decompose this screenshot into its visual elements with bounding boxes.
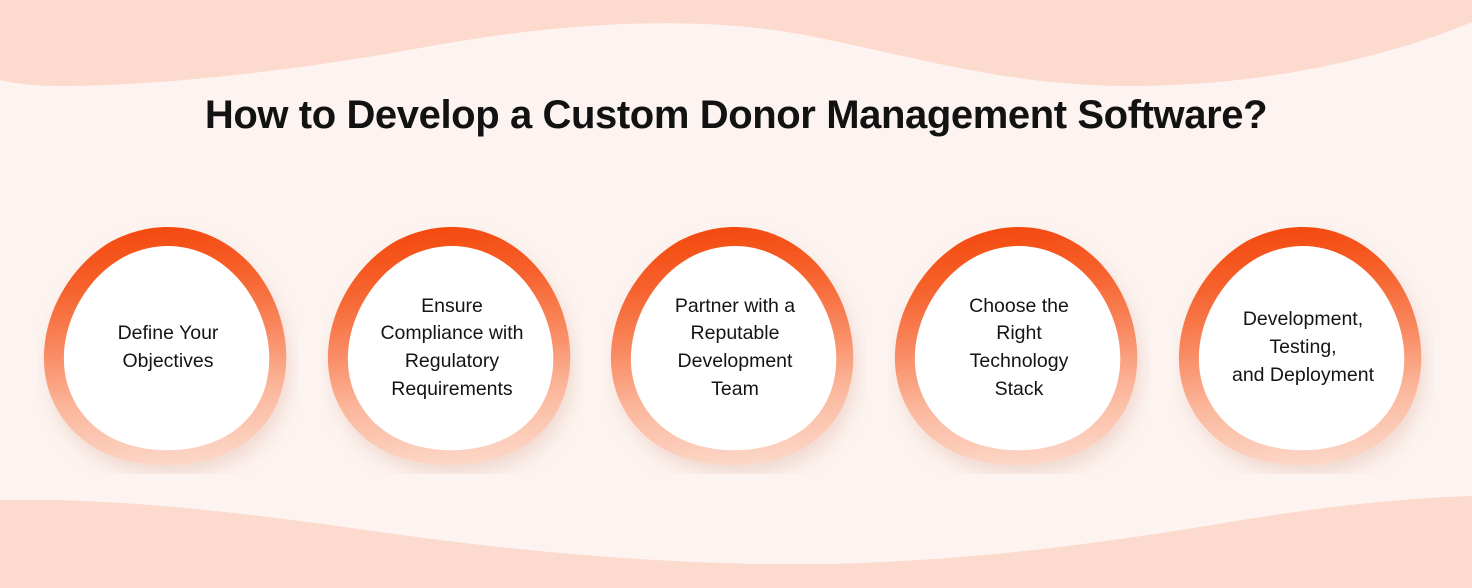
step-item-2[interactable]: Ensure Compliance with Regulatory Requir… bbox=[321, 222, 583, 474]
steps-row: Define Your Objectives bbox=[0, 222, 1472, 482]
step-item-4[interactable]: Choose the Right Technology Stack bbox=[888, 222, 1150, 474]
step-label-5: Development, Testing, and Deployment bbox=[1231, 308, 1374, 386]
step-item-3[interactable]: Partner with a Reputable Development Tea… bbox=[604, 222, 866, 474]
title-container: How to Develop a Custom Donor Management… bbox=[0, 93, 1472, 137]
bottom-wave-shape bbox=[0, 496, 1472, 588]
step-label-4: Choose the Right Technology Stack bbox=[969, 294, 1069, 400]
step-label-2: Ensure Compliance with Regulatory Requir… bbox=[380, 294, 524, 400]
page-title: How to Develop a Custom Donor Management… bbox=[204, 93, 1268, 137]
step-item-5[interactable]: Development, Testing, and Deployment bbox=[1172, 222, 1434, 474]
top-wave-shape bbox=[0, 0, 1472, 86]
step-item-1[interactable]: Define Your Objectives bbox=[37, 222, 299, 474]
step-label-1: Define Your Objectives bbox=[117, 322, 219, 372]
step-label-3: Partner with a Reputable Development Tea… bbox=[674, 294, 796, 400]
